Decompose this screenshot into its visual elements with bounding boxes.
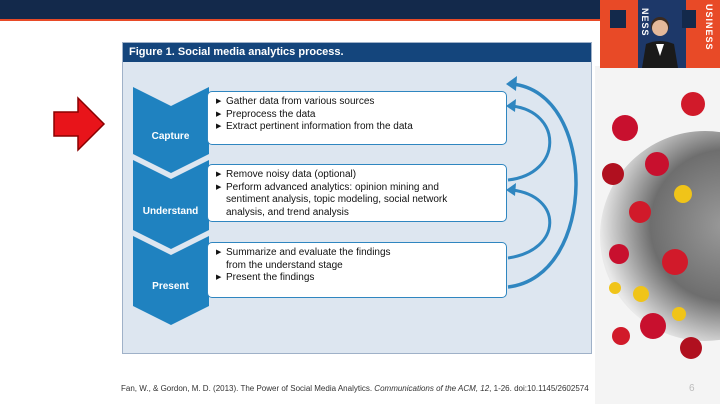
loop-arrow-present-to-capture: [507, 82, 578, 289]
chevron-capture: [133, 87, 209, 173]
present-item: Summarize and evaluate the findings from…: [216, 247, 506, 272]
understand-item: Perform advanced analytics: opinion mini…: [216, 182, 506, 220]
process-figure: Figure 1. Social media analytics process…: [122, 42, 592, 354]
slide-top-bar: [0, 0, 600, 19]
citation-authors: Fan, W., & Gordon, M. D. (2013). The Pow…: [121, 384, 375, 393]
page-number: 6: [689, 383, 695, 394]
slide-top-accent-line: [0, 19, 600, 21]
chevron-understand: [133, 160, 209, 249]
virus-illustration: [595, 66, 720, 404]
stage-box-understand: Remove noisy data (optional) Perform adv…: [207, 164, 507, 222]
capture-item: Gather data from various sources: [216, 96, 506, 109]
stage-box-present: Summarize and evaluate the findings from…: [207, 242, 507, 298]
capture-item: Preprocess the data: [216, 109, 506, 122]
webcam-overlay: NESS USINESS: [600, 0, 720, 68]
chevron-present: [133, 236, 209, 325]
loop-arrow-present-to-understand: [507, 188, 552, 260]
capture-item: Extract pertinent information from the d…: [216, 121, 506, 134]
citation: Fan, W., & Gordon, M. D. (2013). The Pow…: [121, 384, 601, 393]
understand-item: Remove noisy data (optional): [216, 169, 506, 182]
citation-journal: Communications of the ACM, 12: [374, 384, 490, 393]
pointer-arrow-icon: [52, 96, 106, 152]
process-diagram: [133, 76, 578, 325]
stage-label-understand: Understand: [142, 206, 199, 217]
loop-arrow-understand-to-capture: [507, 104, 552, 182]
present-item: Present the findings: [216, 272, 506, 285]
webcam-banner-text-right: USINESS: [704, 4, 714, 51]
stage-label-capture: Capture: [151, 131, 190, 142]
stage-box-capture: Gather data from various sources Preproc…: [207, 91, 507, 145]
citation-pages: , 1-26. doi:10.1145/2602574: [489, 384, 589, 393]
stage-label-present: Present: [152, 281, 189, 292]
webcam-banner-text-left: NESS: [640, 8, 650, 37]
figure-title: Figure 1. Social media analytics process…: [123, 43, 591, 62]
